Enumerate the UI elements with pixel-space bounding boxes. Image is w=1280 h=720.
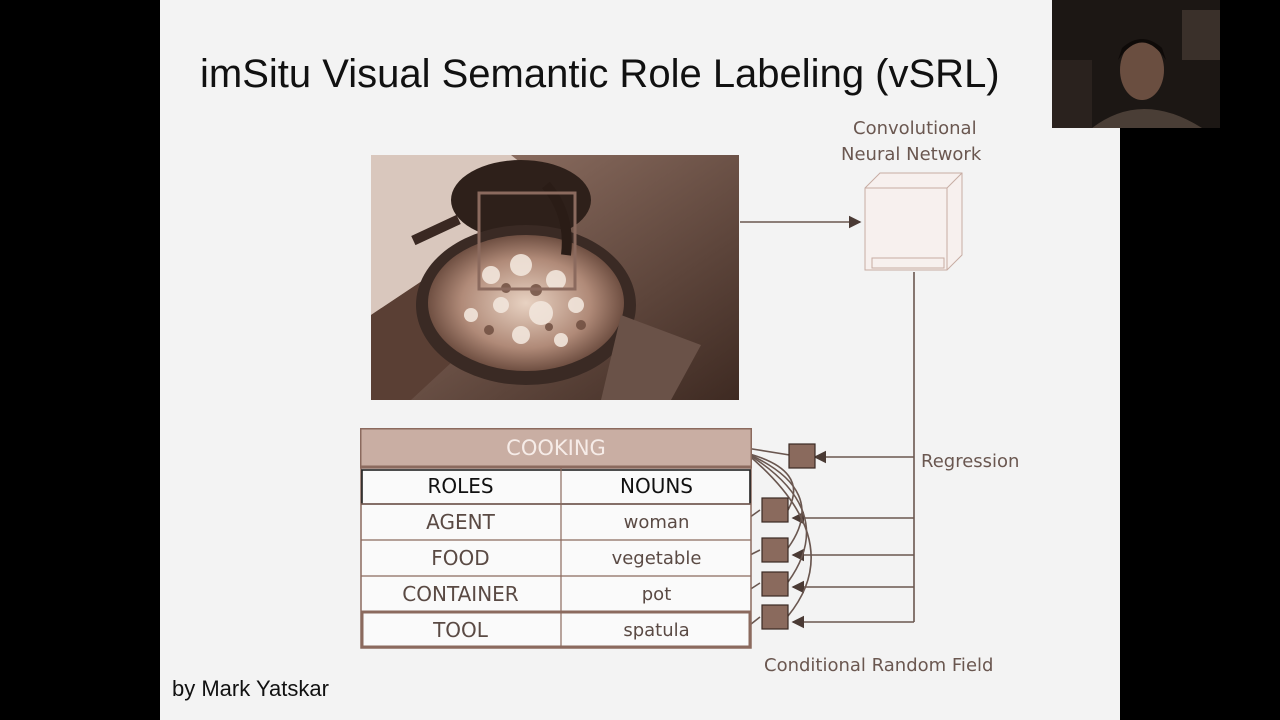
regression-label: Regression (921, 451, 1020, 472)
role-cell: CONTAINER (402, 582, 519, 606)
author-credit: by Mark Yatskar (172, 676, 329, 701)
verb-label: COOKING (506, 435, 606, 460)
factor-verb (788, 443, 816, 469)
cnn-label-line2: Neural Network (841, 144, 982, 165)
crf-edge-tool (745, 452, 812, 617)
noun-cell: spatula (623, 619, 690, 641)
roles-header: ROLES (427, 474, 494, 498)
cooking-photo (371, 155, 739, 400)
role-cell: AGENT (426, 510, 495, 534)
cnn-label-line1: Convolutional (853, 118, 977, 139)
slide-title: imSitu Visual Semantic Role Labeling (vS… (200, 52, 1000, 96)
factor-agent (761, 497, 789, 523)
factor-food (761, 537, 789, 563)
roles-table: COOKING ROLES NOUNS AGENT woman FOOD veg… (360, 428, 752, 650)
crf-edge-container (745, 452, 808, 583)
noun-cell: woman (623, 511, 690, 533)
role-cell: TOOL (433, 618, 488, 642)
crf-edge-food (745, 452, 803, 549)
factor-container (761, 571, 789, 597)
webcam-feed (1052, 0, 1220, 128)
cnn-block (864, 172, 963, 271)
nouns-header: NOUNS (620, 474, 693, 498)
role-cell: FOOD (431, 546, 490, 570)
noun-cell: vegetable (611, 547, 702, 569)
noun-cell: pot (641, 583, 672, 605)
table-grid (360, 428, 752, 649)
factor-tool (761, 604, 789, 630)
slide: imSitu Visual Semantic Role Labeling (vS… (160, 0, 1120, 720)
crf-label: Conditional Random Field (764, 655, 994, 676)
